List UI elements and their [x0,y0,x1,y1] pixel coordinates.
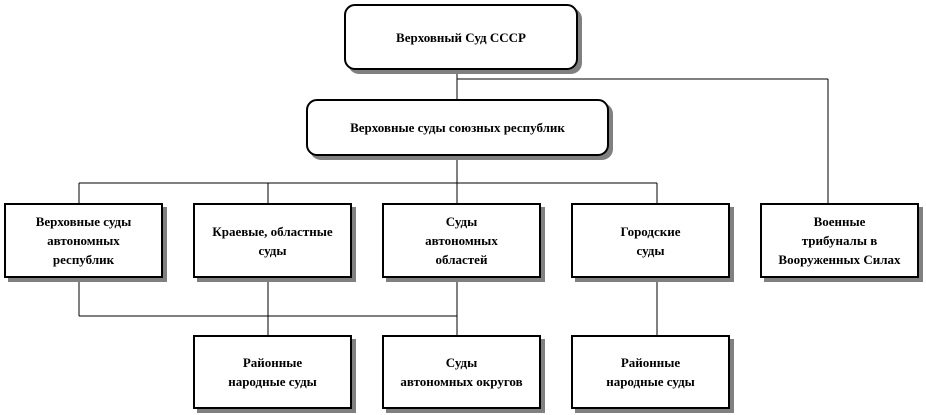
node-autonomous-republics-courts: Верховные суды автономных республик [4,203,163,278]
node-label: Районные народные суды [228,355,317,389]
node-city-courts: Городские суды [571,203,730,278]
node-label: Городские суды [620,223,681,258]
node-label: Суды автономных округов [400,355,523,389]
node-union-republics-courts: Верховные суды союзных республик [306,99,609,156]
node-district-peoples-courts-left: Районные народные суды [193,335,352,409]
node-supreme-court-ussr: Верховный Суд СССР [344,4,578,70]
node-district-peoples-courts-right: Районные народные суды [571,335,730,409]
node-autonomous-regions-courts: Суды автономных областей [382,203,541,278]
node-regional-courts: Краевые, областные суды [193,203,352,278]
node-label: Верховные суды автономных республик [35,214,132,267]
node-label: Районные народные суды [606,355,695,389]
node-label: Верховный Суд СССР [396,29,526,45]
node-label: Суды автономных областей [425,214,498,267]
node-label: Краевые, областные суды [212,223,333,258]
node-label: Верховные суды союзных республик [350,120,565,135]
node-autonomous-districts-courts: Суды автономных округов [382,335,541,409]
node-label: Военные трибуналы в Вооруженных Силах [778,214,901,267]
node-military-tribunals: Военные трибуналы в Вооруженных Силах [760,203,919,278]
